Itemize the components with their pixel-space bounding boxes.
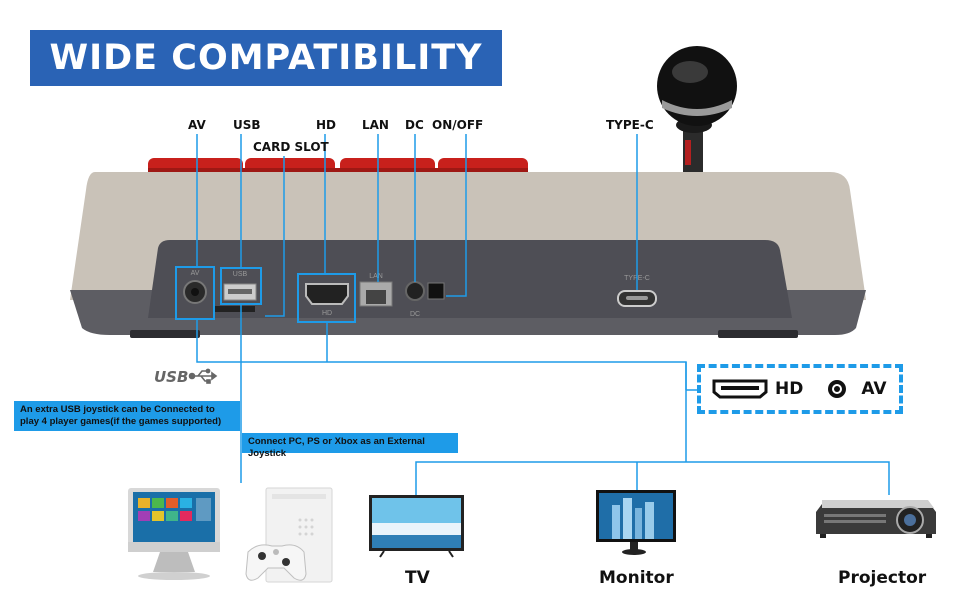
device-label-tv: TV <box>405 568 430 588</box>
label-dc: DC <box>405 118 424 132</box>
label-usb: USB <box>233 118 261 132</box>
monitor-illustration <box>596 490 676 555</box>
tv-illustration <box>369 495 464 558</box>
panel-print-usb: USB <box>233 271 248 278</box>
xbox-illustration <box>245 487 333 583</box>
banner-title: WIDE COMPATIBILITY <box>49 38 483 78</box>
title-banner: WIDE COMPATIBILITY <box>30 30 502 86</box>
av-highlight <box>175 266 215 320</box>
card-slot <box>215 306 255 312</box>
connection-lines <box>196 304 890 495</box>
panel-print-hd: HD <box>322 310 332 317</box>
panel-print-av: AV <box>191 270 200 277</box>
device-label-projector: Projector <box>838 568 927 588</box>
pc-illustration <box>128 488 220 580</box>
joystick <box>657 46 737 178</box>
label-av: AV <box>188 118 206 132</box>
usb-logo-text: USB <box>154 368 189 386</box>
leader-lines <box>196 134 638 317</box>
device-label-monitor: Monitor <box>599 568 674 588</box>
panel-print-dc: DC <box>410 311 420 318</box>
label-hd: HD <box>316 118 337 132</box>
dc-port <box>405 281 425 301</box>
external-joystick-callout: Connect PC, PS or Xbox as an External Jo… <box>242 433 458 459</box>
legend-hd: HD <box>775 379 804 399</box>
usb-trident-icon <box>188 368 218 384</box>
hd-av-legend: HD AV <box>697 364 903 414</box>
projector-illustration <box>816 500 936 538</box>
label-onoff: ON/OFF <box>432 118 484 132</box>
label-card-slot: CARD SLOT <box>253 140 329 154</box>
panel-print-lan: LAN <box>369 273 383 280</box>
label-lan: LAN <box>362 118 389 132</box>
power-switch <box>427 282 445 300</box>
legend-av: AV <box>861 379 887 399</box>
hdmi-icon <box>712 379 768 399</box>
label-typec: TYPE-C <box>606 118 654 132</box>
av-jack-icon <box>828 380 847 398</box>
hd-port <box>305 283 349 305</box>
extra-joystick-callout: An extra USB joystick can be Connected t… <box>14 401 240 431</box>
